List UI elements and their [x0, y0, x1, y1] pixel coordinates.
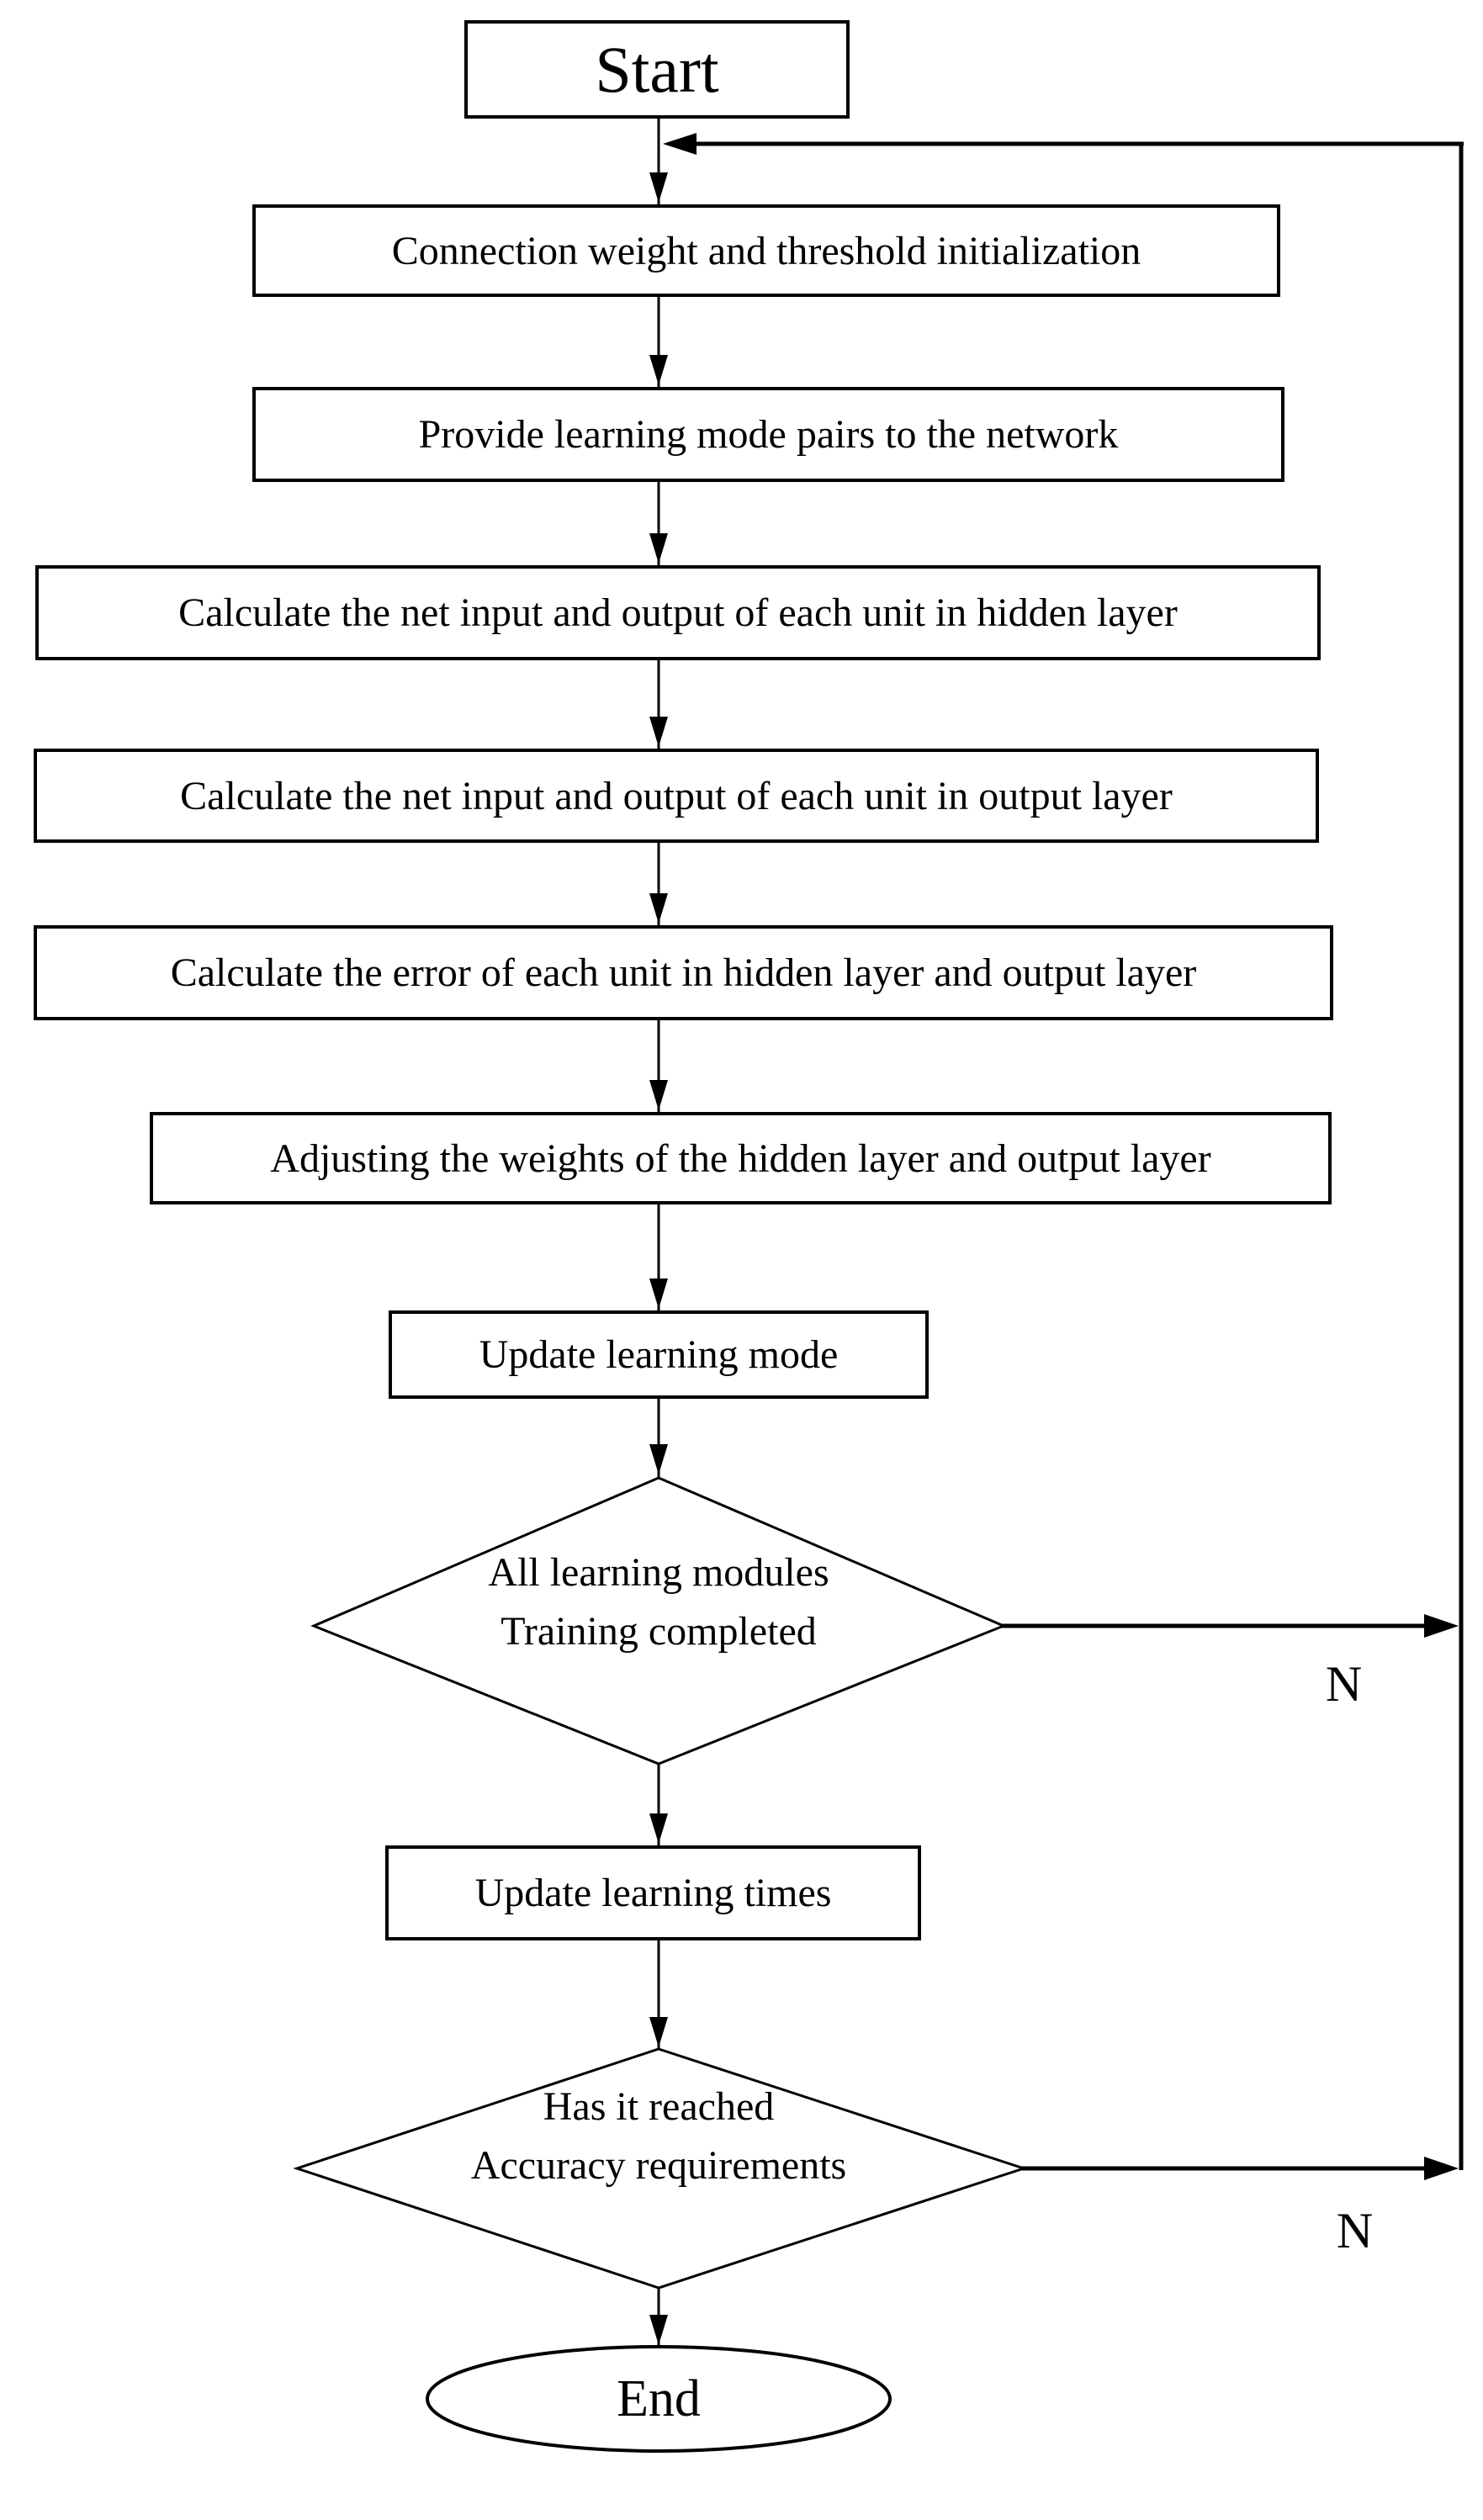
node-update-times-label: Update learning times: [474, 1871, 832, 1915]
arrowhead-into-end: [649, 2315, 668, 2345]
node-calc-hidden-label: Calculate the net input and output of ea…: [178, 590, 1178, 635]
arrowhead-into-update-times: [649, 1813, 668, 1844]
node-end-label: End: [427, 2347, 890, 2451]
node-provide-pairs-label: Provide learning mode pairs to the netwo…: [418, 412, 1119, 457]
arrowhead-into-calc-error: [649, 893, 668, 924]
decision-training-label: All learning modules Training completed: [364, 1518, 953, 1686]
end-ellipse: [426, 2345, 892, 2453]
arrowhead-into-calc-output: [649, 717, 668, 747]
node-start-label: Start: [595, 32, 719, 106]
branch-label-training-no: N: [1287, 1644, 1401, 1724]
arrowhead-into-calc-hidden: [649, 533, 668, 564]
decision-training-line1: All learning modules: [488, 1550, 829, 1596]
node-init-weights-label: Connection weight and threshold initiali…: [391, 228, 1141, 273]
node-provide-pairs: Provide learning mode pairs to the netwo…: [252, 387, 1284, 482]
node-calc-output: Calculate the net input and output of ea…: [34, 749, 1319, 843]
node-end-text: End: [617, 2369, 701, 2427]
decision-accuracy-diamond: [293, 2047, 1028, 2290]
arrowhead-into-init: [649, 172, 668, 203]
decision-accuracy-label: Has it reached Accuracy requirements: [364, 2052, 953, 2221]
branch-label-accuracy-no: N: [1298, 2191, 1411, 2271]
arrowhead-into-decision-training: [649, 1444, 668, 1474]
node-calc-output-label: Calculate the net input and output of ea…: [180, 773, 1173, 818]
decision-accuracy-line1: Has it reached: [543, 2084, 775, 2130]
branch-label-training-no-text: N: [1325, 1656, 1363, 1712]
node-update-times: Update learning times: [385, 1845, 921, 1940]
node-start: Start: [464, 20, 850, 119]
node-update-mode: Update learning mode: [389, 1310, 929, 1399]
decision-accuracy-line2: Accuracy requirements: [470, 2143, 847, 2188]
node-adjust-weights-label: Adjusting the weights of the hidden laye…: [270, 1136, 1211, 1181]
arrowhead-into-adjust: [649, 1080, 668, 1110]
decision-training-line2: Training completed: [501, 1609, 817, 1654]
arrowhead-into-decision-accuracy: [649, 2017, 668, 2047]
node-init-weights: Connection weight and threshold initiali…: [252, 204, 1280, 297]
node-adjust-weights: Adjusting the weights of the hidden laye…: [150, 1112, 1332, 1204]
node-calc-error-label: Calculate the error of each unit in hidd…: [170, 950, 1197, 995]
branch-label-accuracy-no-text: N: [1336, 2203, 1374, 2258]
decision-training-diamond: [310, 1476, 1007, 1766]
node-calc-error: Calculate the error of each unit in hidd…: [34, 925, 1333, 1020]
arrowhead-no-accuracy: [1424, 2157, 1459, 2180]
node-calc-hidden: Calculate the net input and output of ea…: [35, 565, 1321, 660]
arrowhead-feedback-junction: [663, 133, 696, 155]
arrowhead-no-training: [1424, 1614, 1459, 1638]
arrowhead-into-provide: [649, 355, 668, 385]
node-update-mode-label: Update learning mode: [479, 1332, 839, 1377]
arrowhead-into-update-mode: [649, 1279, 668, 1309]
